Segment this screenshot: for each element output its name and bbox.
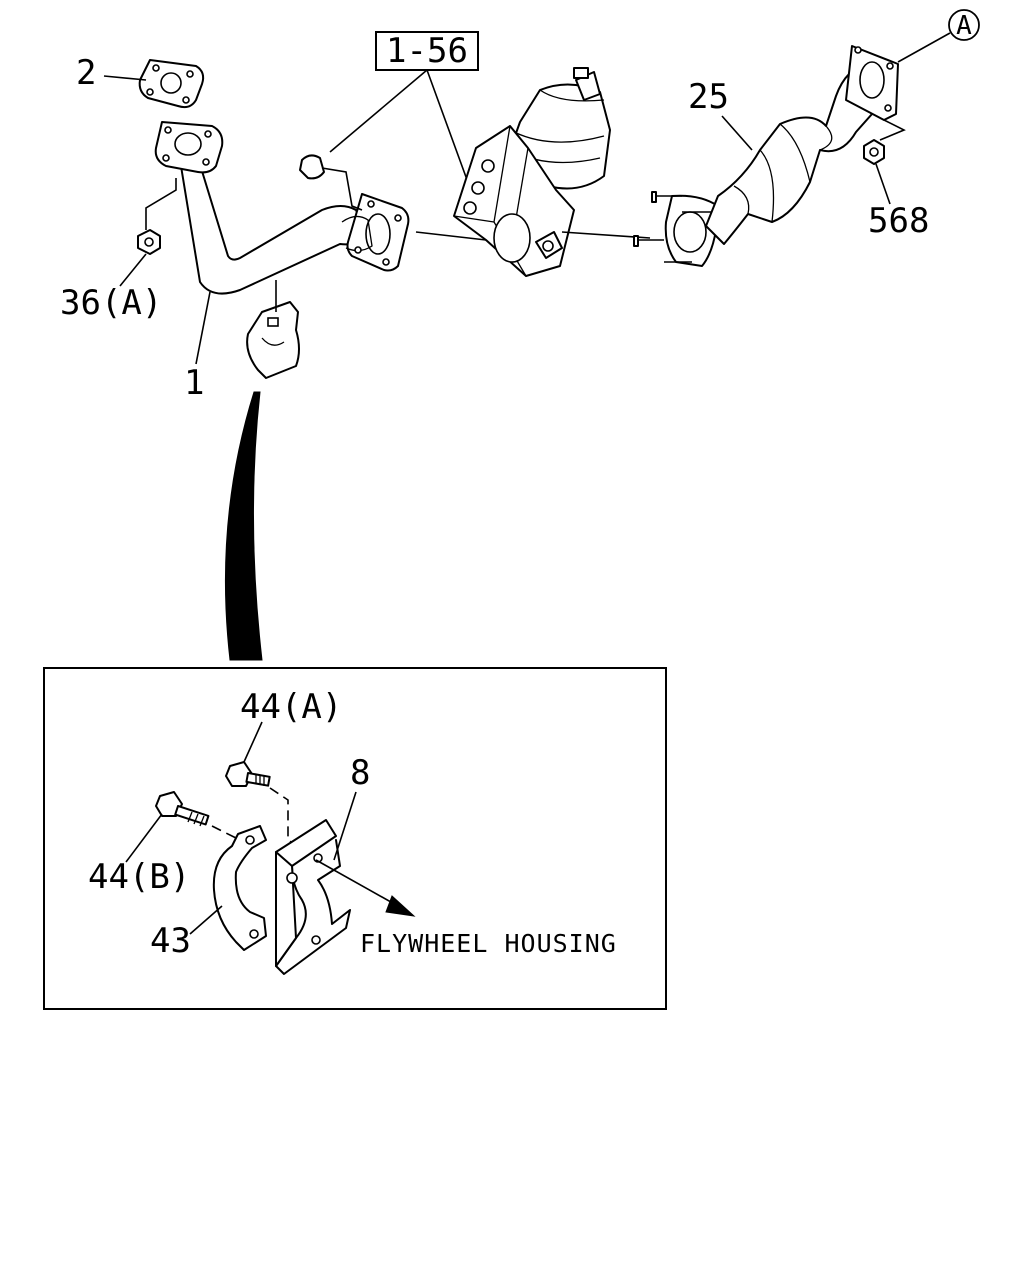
pipe-clamp-part (246, 280, 300, 379)
nut-568-part (863, 119, 906, 165)
bracket-8-label: 8 (350, 753, 370, 793)
nut-568-label: 568 (868, 201, 929, 241)
flywheel-housing-note: FLYWHEEL HOUSING (360, 929, 617, 958)
gasket-part (138, 59, 205, 109)
clamp-43-part (212, 825, 267, 951)
stud-flange-part (633, 191, 719, 267)
gasket-label: 2 (76, 53, 96, 93)
bolt-44b-part (155, 791, 241, 841)
small-bolt-part (299, 154, 363, 211)
front-pipe-part (154, 121, 410, 295)
clamp-43-label: 43 (150, 921, 191, 961)
nut-36a-part (137, 178, 177, 255)
front-pipe-label: 1 (184, 363, 204, 403)
bracket-8-part (275, 819, 416, 975)
detail-box (43, 667, 667, 1010)
exhaust-pipe-label: 25 (688, 77, 729, 117)
nut-36a-label: 36(A) (60, 283, 162, 323)
exhaust-pipe-part (705, 45, 899, 245)
bolt-44b-label: 44(B) (88, 857, 190, 897)
detail-pointer (224, 391, 263, 661)
bolt-44a-label: 44(A) (240, 687, 342, 727)
callout-a: A (897, 9, 980, 63)
callout-a-label: A (956, 11, 972, 41)
group-ref-callout: 1-56 (329, 31, 479, 189)
exhaust-brake-valve-part (415, 67, 651, 277)
group-ref-label: 1-56 (386, 31, 468, 71)
